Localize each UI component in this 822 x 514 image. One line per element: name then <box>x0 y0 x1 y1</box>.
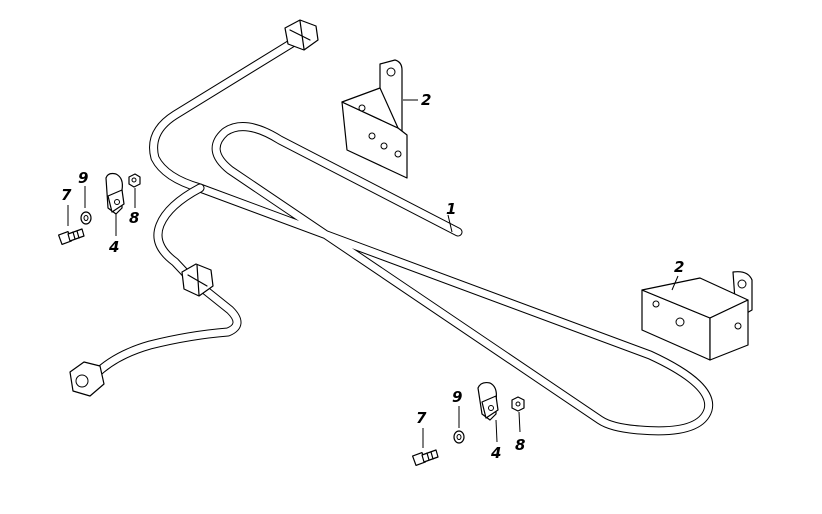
bolt-left: 7 <box>57 186 85 246</box>
callout-bolt-bottom: 7 <box>416 409 427 427</box>
callout-nut-bottom: 8 <box>515 436 525 454</box>
callout-bracket-right: 2 <box>674 258 684 276</box>
clamp-left: 4 <box>105 172 125 256</box>
middle-coupling-nut <box>181 263 214 297</box>
washer-bottom: 9 <box>452 388 465 444</box>
washer-left: 9 <box>78 169 92 225</box>
nut-bottom: 8 <box>511 396 525 454</box>
callout-bracket-top: 2 <box>421 91 431 109</box>
bottom-fitting-nut <box>69 361 105 397</box>
bracket-right: 2 <box>641 258 753 361</box>
pipe-assembly: 1 <box>69 19 714 436</box>
callout-bolt-left: 7 <box>61 186 72 204</box>
clamp-bottom: 4 <box>477 381 501 462</box>
top-fitting-nut <box>284 19 319 51</box>
hardware-set-left: 7 9 4 8 <box>57 169 141 256</box>
callout-clamp-left: 4 <box>108 238 119 256</box>
callout-washer-left: 9 <box>78 169 88 187</box>
callout-nut-left: 8 <box>129 209 139 227</box>
hardware-set-bottom: 7 9 4 8 <box>411 381 525 467</box>
bolt-bottom: 7 <box>411 409 439 467</box>
callout-washer-bottom: 9 <box>452 388 462 406</box>
nut-left: 8 <box>128 173 141 227</box>
callout-clamp-bottom: 4 <box>490 444 501 462</box>
bracket-top: 2 <box>341 59 431 179</box>
callout-pipe: 1 <box>446 200 456 218</box>
